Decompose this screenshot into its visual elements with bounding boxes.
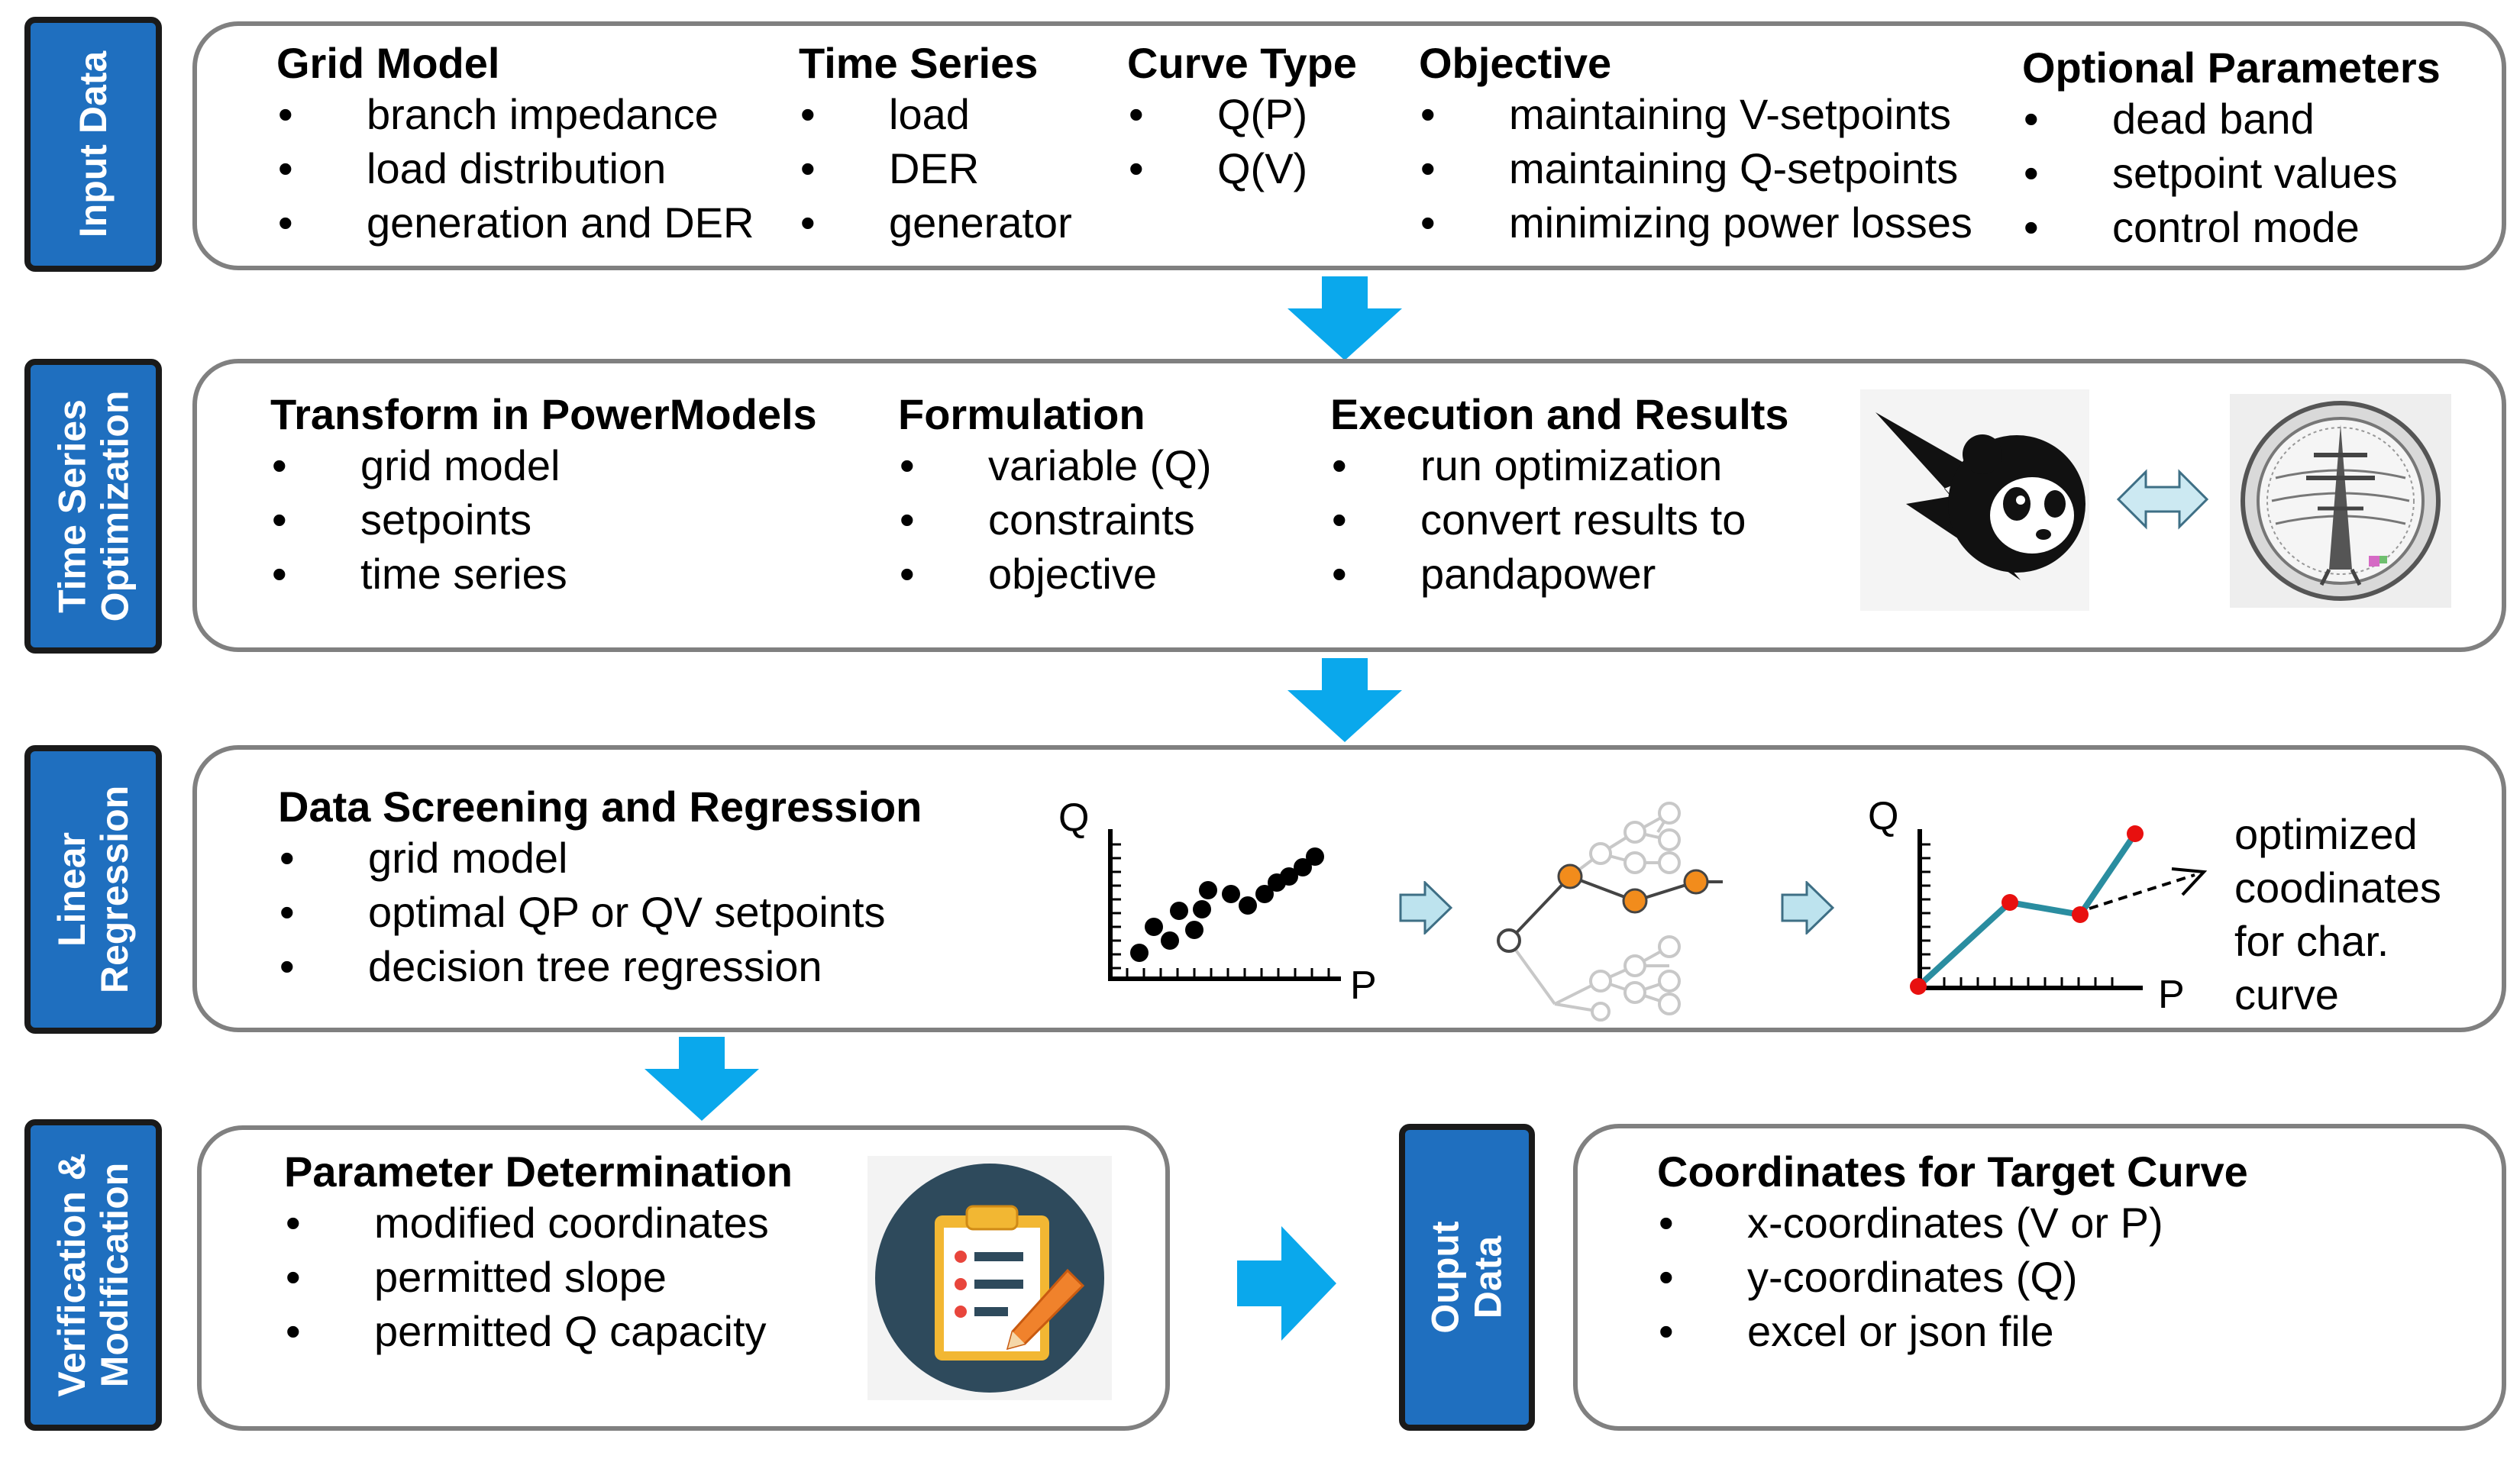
result-line: coodinates [2234,863,2441,912]
input-data-label-text: Input Data [72,50,115,238]
list-item: optimal QP or QV setpoints [278,885,922,939]
formulation-column: Formulation variable (Q) constraints obj… [898,390,1212,602]
flow-arrow-down-icon [1287,276,1402,360]
scatter-q-axis-label: Q [1058,796,1089,840]
list-item: variable (Q) [898,438,1212,492]
target-curve-column: Coordinates for Target Curve x-coordinat… [1657,1148,2248,1359]
list-item: x-coordinates (V or P) [1657,1196,2248,1250]
list-item: load [799,87,1072,141]
column-title: Optional Parameters [2022,44,2441,92]
list-item: control mode [2022,200,2441,254]
list-item: Q(P) [1127,87,1357,141]
verification-modification-label: Verification & Modification [24,1119,162,1431]
decision-tree-icon [1497,802,1723,1022]
list-item: maintaining Q-setpoints [1419,141,1972,195]
grid-model-column: Grid Model branch impedance load distrib… [276,40,754,250]
column-title: Formulation [898,390,1145,438]
list-item: generator [799,195,1072,250]
optional-parameters-column: Optional Parameters dead band setpoint v… [2022,44,2441,255]
verification-modification-label-text: Verification & Modification [50,1153,136,1397]
list-item: time series [270,547,817,601]
list-item: convert results to [1330,492,1789,547]
list-item: y-coordinates (Q) [1657,1250,2248,1304]
column-title: Coordinates for Target Curve [1657,1148,2248,1196]
powermodels-logo-icon [2230,394,2451,608]
list-item: permitted Q capacity [284,1304,793,1358]
pandapower-logo-icon [1860,389,2089,611]
time-series-optimization-label-text: Time Series Optimization [50,390,137,622]
list-item: grid model [270,438,817,492]
list-item: excel or json file [1657,1304,2248,1358]
transform-column: Transform in PowerModels grid model setp… [270,390,817,602]
clipboard-checklist-icon [867,1156,1112,1400]
list-item: load distribution [276,141,754,195]
list-item: dead band [2022,92,2441,146]
column-title: Objective [1419,39,1612,87]
input-data-label: Input Data [24,17,162,272]
result-line: curve [2234,970,2339,1018]
list-item: decision tree regression [278,939,922,993]
list-item: modified coordinates [284,1196,793,1250]
objective-column: Objective maintaining V-setpoints mainta… [1419,40,1972,250]
list-item: Q(V) [1127,141,1357,195]
optimized-coordinates-text: optimized coodinates for char. curve [2234,808,2441,1022]
flow-arrow-right-icon [1399,881,1452,934]
list-item: objective [898,547,1212,601]
list-item: permitted slope [284,1250,793,1304]
result-line: for char. [2234,917,2389,965]
column-title: Parameter Determination [284,1148,793,1196]
output-data-label-text: Ouput Data [1423,1221,1510,1334]
list-item: minimizing power losses [1419,195,1972,250]
list-item: constraints [898,492,1212,547]
flow-arrow-down-icon [1287,658,1402,742]
flow-arrow-right-icon [1781,881,1834,934]
column-title: Curve Type [1127,39,1357,87]
bidirectional-arrow-icon [2117,469,2208,530]
list-item: setpoints [270,492,817,547]
list-item: run optimization [1330,438,1789,492]
linear-regression-label-text: Linear Regression [50,785,137,994]
list-item: generation and DER [276,195,754,250]
curve-q-axis-label: Q [1868,799,1898,838]
flow-arrow-down-icon [645,1037,759,1121]
curve-type-column: Curve Type Q(P) Q(V) [1127,39,1357,196]
output-data-label: Ouput Data [1399,1124,1535,1431]
time-series-optimization-label: Time Series Optimization [24,359,162,654]
flow-arrow-right-icon [1237,1226,1336,1341]
time-series-column: Time Series load DER generator [799,40,1072,250]
execution-results-column: Execution and Results run optimization c… [1330,390,1789,602]
list-item: grid model [278,831,922,885]
parameter-determination-column: Parameter Determination modified coordin… [284,1148,793,1359]
curve-p-axis-label: P [2158,973,2185,1017]
list-item: DER [799,141,1072,195]
column-title: Data Screening and Regression [278,783,922,831]
column-title: Time Series [799,39,1039,87]
result-line: optimized [2234,810,2418,858]
column-title: Grid Model [276,39,500,87]
scatter-plot-icon: Q P [1058,796,1377,1008]
list-item: maintaining V-setpoints [1419,87,1972,141]
data-screening-column: Data Screening and Regression grid model… [278,783,922,994]
list-item: setpoint values [2022,146,2441,200]
list-item: pandapower [1330,547,1789,601]
characteristic-curve-icon: Q P [1868,799,2208,1017]
scatter-p-axis-label: P [1350,964,1377,1008]
column-title: Transform in PowerModels [270,390,817,438]
column-title: Execution and Results [1330,390,1789,438]
list-item: branch impedance [276,87,754,141]
linear-regression-label: Linear Regression [24,745,162,1034]
